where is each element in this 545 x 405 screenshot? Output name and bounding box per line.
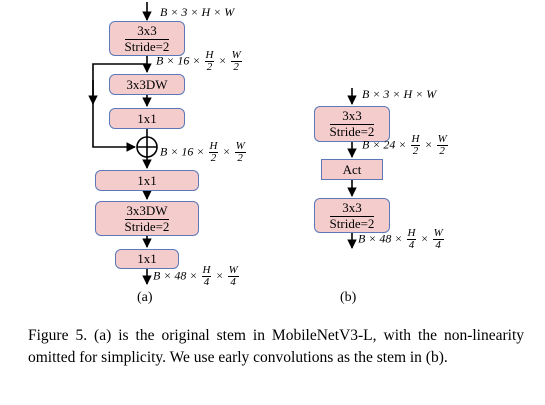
- a-conv3x3-stride2-box: 3x3 Stride=2: [109, 21, 185, 56]
- box-line1: 3x3DW: [126, 76, 168, 92]
- b-conv3x3-stride2-box-2: 3x3 Stride=2: [314, 198, 390, 233]
- box-line1: 3x3: [342, 108, 362, 123]
- a-dwconv3x3-stride2-box: 3x3DW Stride=2: [95, 201, 199, 236]
- box-line1: 3x3: [342, 199, 362, 215]
- a-conv1x1-box-2: 1x1: [95, 170, 199, 191]
- a-conv1x1-box-3: 1x1: [115, 249, 179, 269]
- frac-num: W: [230, 49, 242, 62]
- box-line1: Act: [342, 161, 362, 177]
- box-line1: 1x1: [137, 110, 157, 126]
- shape-prefix: B × 48 ×: [153, 268, 198, 283]
- b-activation-box: Act: [321, 159, 383, 180]
- frac-den: 2: [206, 61, 213, 73]
- frac-num: W: [436, 133, 448, 146]
- frac-den: 4: [435, 239, 441, 251]
- frac-den: 4: [230, 276, 236, 288]
- shape-prefix: B × 24 ×: [362, 137, 407, 152]
- mult-sign: ×: [222, 144, 231, 159]
- mult-sign: ×: [218, 53, 227, 68]
- frac-den: 2: [412, 145, 419, 157]
- box-line2: Stride=2: [124, 38, 170, 54]
- connectors: [88, 2, 357, 285]
- mult-sign: ×: [215, 268, 224, 283]
- box-line1: 1x1: [137, 172, 157, 188]
- frac-num: W: [227, 264, 239, 277]
- b-input-shape: B × 3 × H × W: [362, 87, 437, 101]
- frac-den: 2: [439, 145, 445, 157]
- mult-sign: ×: [424, 137, 433, 152]
- figure-caption: Figure 5. (a) is the original stem in Mo…: [28, 327, 524, 366]
- box-line2: Stride=2: [329, 215, 375, 231]
- frac-num: W: [432, 227, 444, 240]
- box-line2: Stride=2: [124, 218, 170, 234]
- frac-den: 4: [203, 276, 210, 288]
- box-line1: 1x1: [137, 251, 157, 266]
- frac-den: 4: [408, 239, 415, 251]
- b-conv3x3-stride2-box-1: 3x3 Stride=2: [314, 106, 390, 142]
- shape-prefix: B × 16 ×: [160, 144, 205, 159]
- frac-num: W: [234, 140, 246, 153]
- panel-a-arrows: [88, 2, 158, 285]
- frac-den: 2: [233, 61, 239, 73]
- panel-b-label: (b): [340, 290, 357, 305]
- a-conv1x1-box-1: 1x1: [109, 108, 185, 129]
- mult-sign: ×: [420, 231, 429, 246]
- frac-num: H: [406, 227, 417, 240]
- shape-prefix: B × 48 ×: [358, 231, 403, 246]
- shape-prefix: B × 16 ×: [156, 53, 201, 68]
- panel-a-label: (a): [137, 290, 153, 305]
- frac-num: H: [410, 133, 421, 146]
- box-line1: 3x3: [137, 22, 157, 38]
- a-input-shape: B × 3 × H × W: [160, 5, 235, 19]
- a-dwconv3x3-box: 3x3DW: [109, 74, 185, 95]
- frac-den: 2: [210, 152, 217, 164]
- frac-num: H: [208, 140, 219, 153]
- residual-skip-line: [92, 63, 147, 152]
- frac-den: 2: [237, 152, 243, 164]
- frac-num: H: [201, 264, 212, 277]
- box-line2: Stride=2: [329, 124, 375, 139]
- box-line1: 3x3DW: [126, 202, 168, 218]
- frac-num: H: [204, 49, 215, 62]
